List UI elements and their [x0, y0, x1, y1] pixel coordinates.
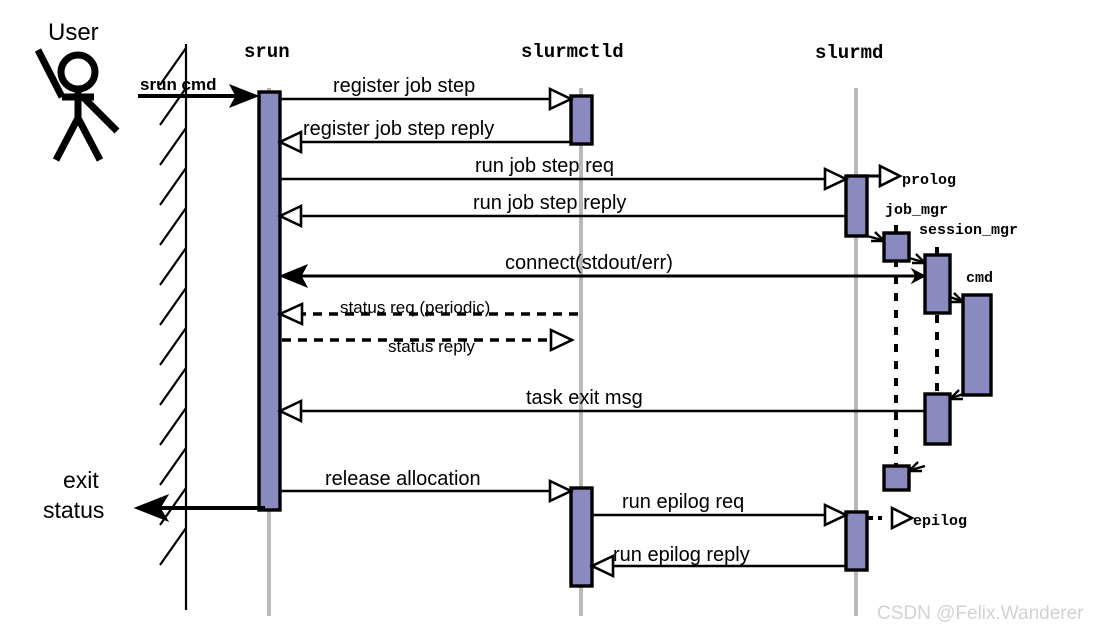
message-run-job-step-req [280, 166, 850, 192]
message-run-epilog-req [592, 502, 850, 528]
message-run-epilog-reply [588, 553, 846, 579]
spawn-label-prolog: prolog [902, 172, 956, 189]
process-label-session-mgr: session_mgr [919, 222, 1018, 239]
message-srun-cmd [138, 84, 260, 108]
message-label-register-job-step-reply: register job step reply [303, 118, 494, 140]
lifeline-label-slurmd: slurmd [815, 42, 883, 64]
hatched-boundary-icon [159, 44, 188, 610]
spawn-job-mgr-arrow [866, 231, 885, 243]
lifeline-label-slurmctld: slurmctld [521, 41, 624, 63]
cmd-return-arrow [949, 389, 964, 401]
message-register-job-step [280, 86, 575, 112]
spawn-cmd-arrow [949, 292, 964, 304]
job-mgr-activation-1 [882, 231, 911, 263]
process-label-job-mgr: job_mgr [885, 202, 948, 219]
message-label-exit-status-line2: status [43, 497, 104, 523]
message-exit-status [133, 493, 265, 523]
message-status-req-periodic [276, 301, 578, 327]
spawn-session-mgr-arrow [908, 253, 926, 265]
message-label-release-allocation: release allocation [325, 468, 481, 490]
message-label-run-job-step-reply: run job step reply [473, 192, 626, 214]
stick-figure-icon [34, 48, 120, 162]
slurmd-activation-2 [844, 510, 869, 572]
watermark: CSDN @Felix.Wanderer [877, 603, 1084, 624]
message-label-run-epilog-req: run epilog req [622, 491, 744, 513]
message-label-run-job-step-req: run job step req [475, 155, 614, 177]
message-label-status-req-periodic: status req (periodic) [340, 298, 490, 317]
slurmd-activation-1 [844, 174, 869, 238]
srun-activation [257, 90, 282, 512]
slurmctld-activation-2 [569, 486, 594, 588]
message-connect-stdout-err [278, 264, 927, 288]
cmd-activation [961, 293, 993, 397]
message-label-status-reply: status reply [388, 337, 475, 356]
message-release-allocation [280, 478, 575, 504]
message-register-job-step-reply [276, 129, 571, 155]
message-label-register-job-step: register job step [333, 75, 475, 97]
message-status-reply [282, 327, 576, 353]
session-mgr-activation-1 [923, 253, 952, 315]
slurmctld-activation-1 [569, 94, 594, 146]
session-mgr-activation-2 [923, 392, 952, 446]
message-label-exit-status-line1: exit [63, 467, 99, 493]
actor-label-user: User [48, 19, 99, 46]
prolog-marker [867, 163, 903, 189]
job-mgr-activation-2 [882, 464, 911, 492]
message-label-task-exit-msg: task exit msg [526, 387, 643, 409]
message-task-exit-msg [276, 398, 925, 424]
message-label-srun-cmd: srun cmd [140, 75, 217, 94]
message-label-run-epilog-reply: run epilog reply [613, 544, 750, 566]
message-label-connect-stdout-err: connect(stdout/err) [505, 252, 673, 274]
spawn-label-cmd: cmd [966, 270, 993, 287]
epilog-marker [867, 505, 915, 531]
session-mgr-return-arrow [908, 461, 926, 473]
spawn-label-epilog: epilog [913, 513, 967, 530]
lifeline-label-srun: srun [244, 41, 290, 63]
message-run-job-step-reply [276, 203, 846, 229]
